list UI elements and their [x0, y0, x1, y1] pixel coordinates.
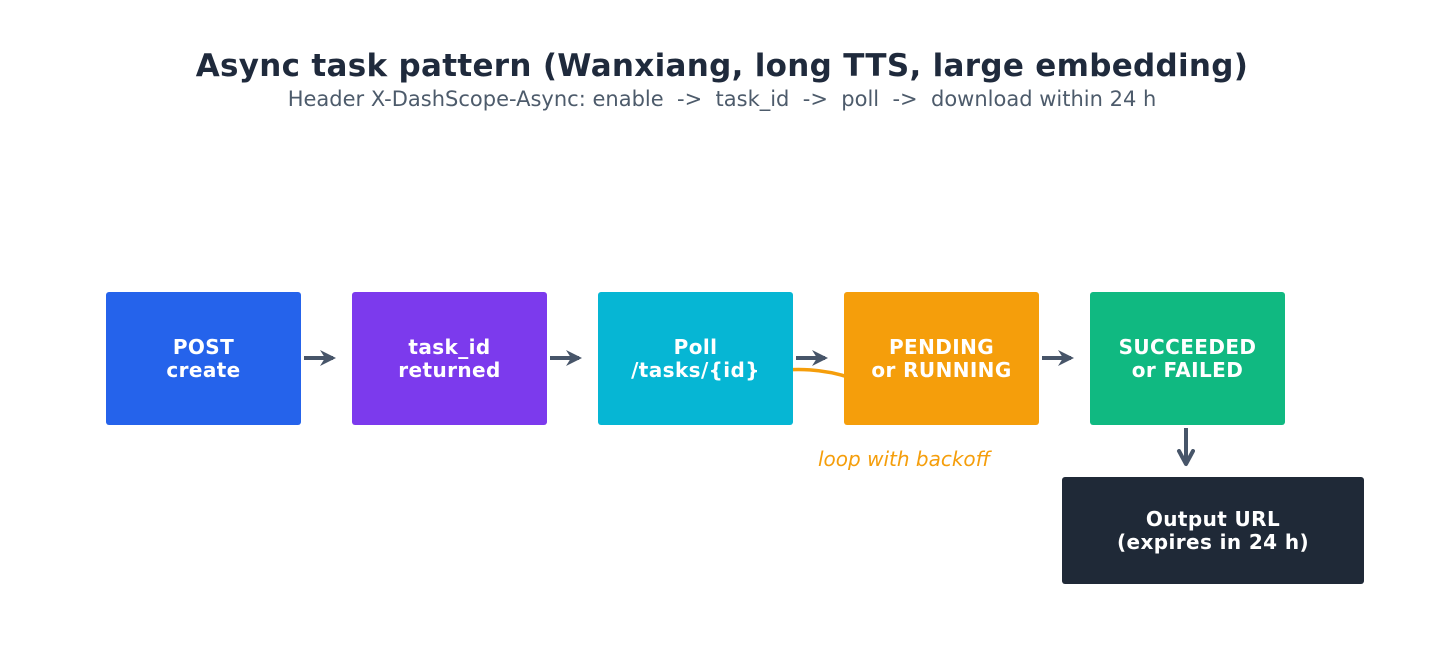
loop-backoff-label: loop with backoff — [818, 447, 991, 471]
node-label-line: SUCCEEDED — [1118, 334, 1257, 359]
node-label-line: Poll — [673, 334, 718, 359]
node-label-line: (expires in 24 h) — [1116, 529, 1310, 554]
node-label-line: /tasks/{id} — [631, 357, 760, 382]
node-label-line: create — [166, 357, 241, 382]
node-label-line: or FAILED — [1131, 357, 1244, 382]
node-succeeded-failed: SUCCEEDED or FAILED — [1090, 292, 1285, 425]
node-task-id-returned: task_id returned — [352, 292, 547, 425]
node-output-url: Output URL (expires in 24 h) — [1062, 477, 1364, 584]
node-label-line: returned — [398, 357, 501, 382]
node-label-line: task_id — [408, 334, 491, 359]
node-label-line: POST — [172, 334, 235, 359]
node-post-create: POST create — [106, 292, 301, 425]
node-poll-tasks: Poll /tasks/{id} — [598, 292, 793, 425]
node-label-line: or RUNNING — [871, 357, 1012, 382]
diagram-subtitle: Header X-DashScope-Async: enable -> task… — [287, 87, 1157, 111]
node-label-line: PENDING — [888, 334, 995, 359]
node-label-line: Output URL — [1145, 506, 1281, 531]
diagram-title: Async task pattern (Wanxiang, long TTS, … — [195, 48, 1249, 84]
node-pending-running: PENDING or RUNNING — [844, 292, 1039, 425]
